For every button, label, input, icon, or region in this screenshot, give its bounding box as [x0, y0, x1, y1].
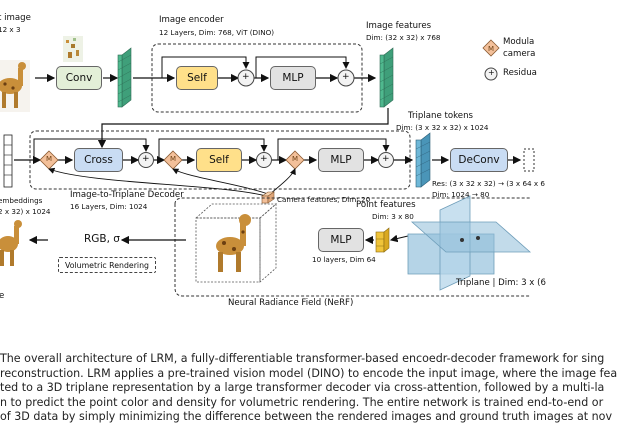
plus-label: +	[342, 72, 350, 82]
camera-features-label: Camera features, Dim: 20	[277, 195, 371, 204]
triplane-tokens-dim: Dim: (3 x 32 x 32) x 1024	[396, 123, 489, 132]
encoder-self-attention-block: Self	[176, 66, 218, 90]
residual-add-icon	[256, 152, 272, 168]
positional-embeddings-dim: 2 x 32) x 1024	[0, 207, 51, 216]
nerf-mlp-block: MLP	[318, 228, 364, 252]
figure-caption: The overall architecture of LRM, a fully…	[0, 352, 617, 425]
plus-label: +	[488, 68, 495, 77]
encoder-mlp-block: MLP	[270, 66, 316, 90]
image-encoder-desc: 12 Layers, Dim: 768, ViT (DINO)	[159, 28, 275, 37]
output-image-label: e	[0, 291, 5, 301]
triplane-token-stack	[415, 132, 431, 188]
nerf-volume-cube	[194, 203, 278, 283]
decoder-title: Image-to-Triplane Decoder	[70, 190, 184, 200]
plus-label: +	[242, 72, 250, 82]
plus-label: +	[382, 154, 390, 164]
plus-label: +	[142, 154, 150, 164]
caption-line: The overall architecture of LRM, a fully…	[0, 352, 605, 365]
legend-modulation-icon	[482, 39, 500, 57]
decoder-desc: 16 Layers, Dim: 1024	[70, 202, 148, 211]
legend-modulation-label: Modula	[503, 37, 535, 47]
svg-text:M: M	[488, 45, 494, 53]
plus-label: +	[260, 154, 268, 164]
caption-line: n to predict the point color and density…	[0, 395, 604, 409]
point-feature-icon	[375, 227, 390, 253]
patch-image	[63, 36, 83, 62]
point-features-dim: Dim: 3 x 80	[372, 212, 414, 221]
point-features-title: Point features	[356, 200, 416, 210]
residual-add-icon	[378, 152, 394, 168]
image-encoder-title: Image encoder	[159, 15, 224, 25]
caption-line: of 3D data by simply minimizing the diff…	[0, 410, 613, 424]
modulation-m-label: M	[46, 155, 53, 163]
modulation-m-label: M	[292, 155, 299, 163]
caption-line: ted to a 3D triplane representation by a…	[0, 381, 605, 395]
modulation-m-label: M	[170, 155, 177, 163]
legend-modulation-label-2: camera	[503, 49, 536, 59]
deconv-res-label: Res: (3 x 32 x 32) → (3 x 64 x 6	[432, 179, 545, 188]
triplane-planes	[407, 195, 532, 291]
deconv-block: DeConv	[450, 148, 508, 172]
conv-feature-tokens	[117, 47, 132, 108]
positional-embeddings-label: embeddings	[0, 196, 43, 205]
nerf-mlp-desc: 10 layers, Dim 64	[312, 255, 376, 264]
input-image-dim: 12 x 3	[0, 25, 21, 34]
residual-add-icon	[138, 152, 154, 168]
legend-residual-label: Residua	[503, 68, 537, 78]
volumetric-rendering-box: Volumetric Rendering	[58, 257, 156, 273]
nerf-region	[174, 197, 530, 297]
legend-residual-icon	[484, 67, 498, 81]
deconv-dim-label: Dim: 1024 → 80	[432, 190, 490, 199]
input-giraffe-image	[0, 60, 30, 112]
triplane-output-box	[523, 148, 535, 172]
rgb-sigma-label: RGB, σ	[84, 233, 120, 245]
conv-block: Conv	[56, 66, 102, 90]
caption-line: reconstruction. LRM applies a pre-traine…	[0, 366, 617, 380]
input-image-label: t image	[0, 13, 31, 23]
nerf-title: Neural Radiance Field (NeRF)	[228, 298, 354, 308]
camera-feature-cube	[261, 191, 275, 204]
triplane-label: Triplane | Dim: 3 x (6	[456, 278, 546, 288]
decoder-mlp-block: MLP	[318, 148, 364, 172]
image-features-dim: Dim: (32 x 32) x 768	[366, 33, 441, 42]
architecture-diagram: M	[0, 36, 535, 297]
image-feature-tokens	[379, 47, 394, 108]
image-features-title: Image features	[366, 21, 432, 31]
residual-add-icon	[237, 69, 255, 87]
triplane-tokens-title: Triplane tokens	[408, 111, 473, 121]
decoder-self-attention-block: Self	[196, 148, 242, 172]
residual-add-icon	[337, 69, 355, 87]
output-giraffe-image	[0, 220, 22, 266]
cross-attention-block: Cross	[74, 148, 123, 172]
positional-embedding-tokens	[3, 134, 13, 188]
